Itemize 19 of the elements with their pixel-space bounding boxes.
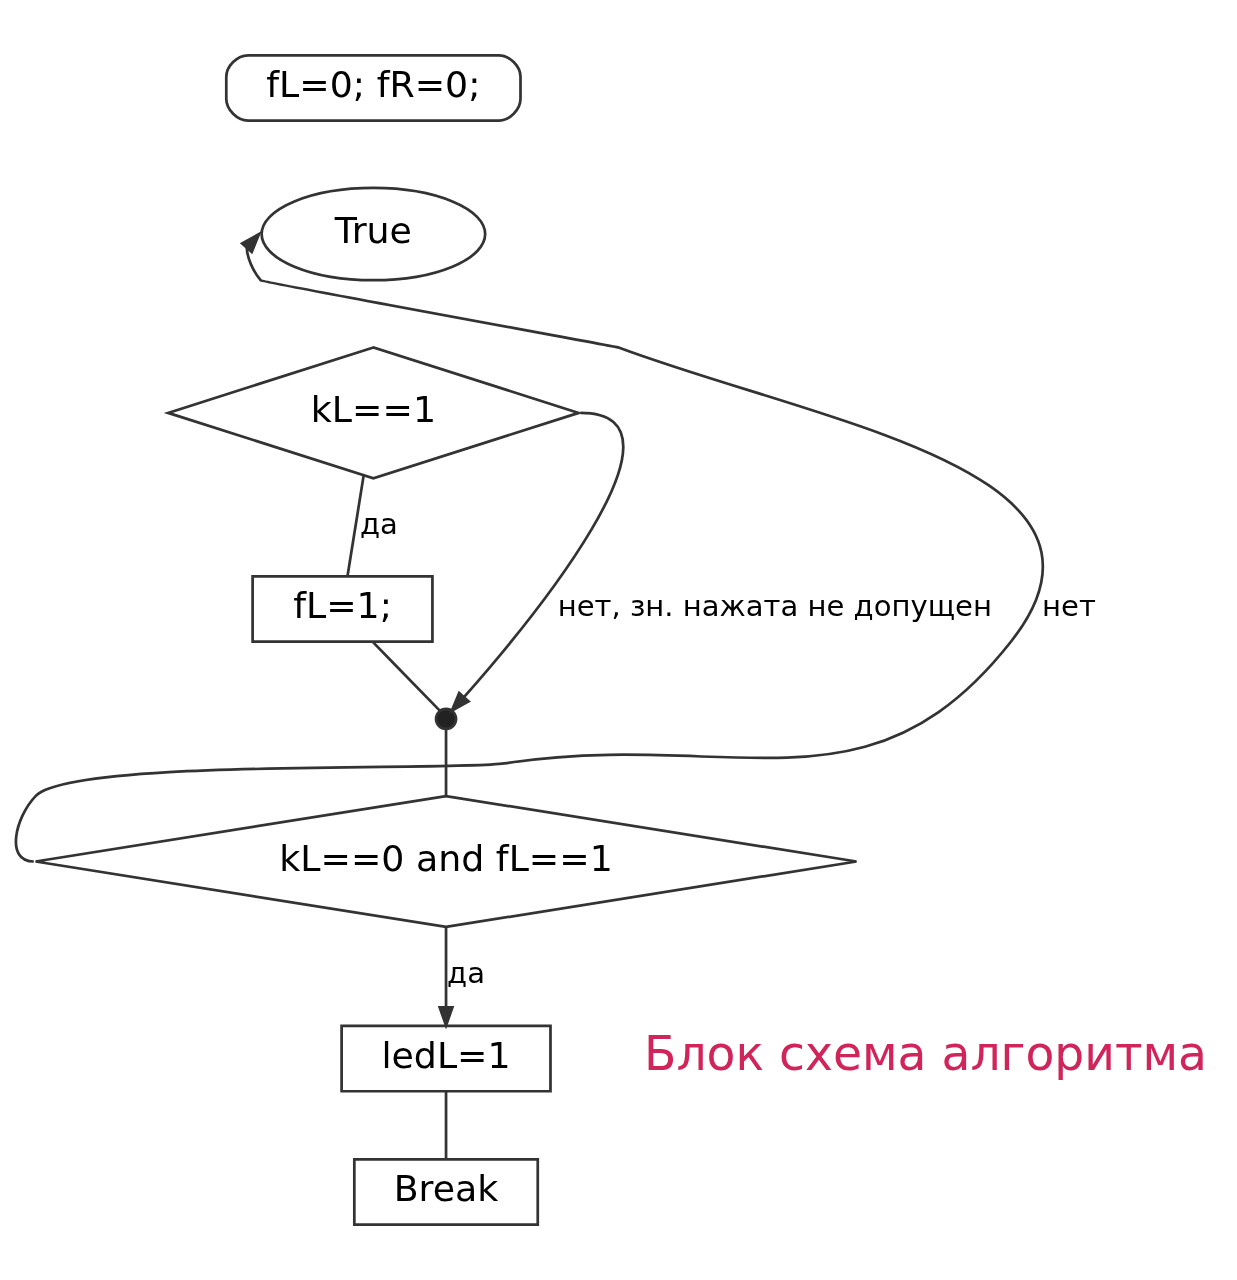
connector [444, 1091, 448, 1160]
node-box: fL=0; fR=0; [224, 53, 522, 122]
node-box: ledL=1 [340, 1024, 552, 1093]
arrow [449, 411, 625, 714]
arrow [437, 927, 455, 1030]
edge-label: да [359, 507, 398, 542]
edge-label: да [447, 955, 485, 990]
arrow [15, 230, 1045, 863]
node-diamond: kL==0 and fL==1 [34, 794, 858, 929]
label: Блок схема алгоритма [643, 1025, 1208, 1081]
node-ellipse: True [260, 186, 487, 282]
edge-label: нет [1042, 588, 1096, 623]
node-circle [434, 707, 458, 731]
edge-label: нет, зн. нажата не допущен [557, 588, 992, 623]
connector [346, 475, 365, 577]
node-box: Break [352, 1158, 540, 1227]
node-box: fL=1; [251, 575, 434, 644]
connector [444, 729, 448, 796]
connector [372, 641, 441, 712]
